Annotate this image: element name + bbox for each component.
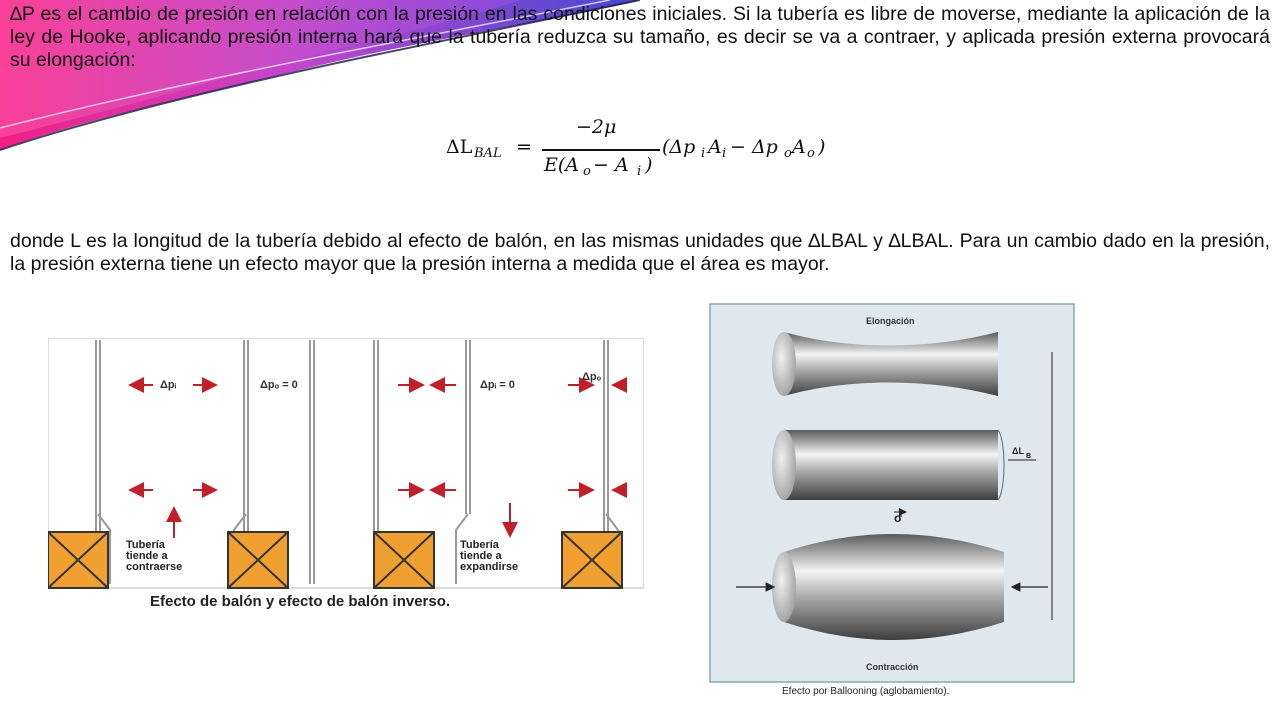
- label-elongacion: Elongación: [866, 316, 915, 326]
- ballooning-diagram: Δpᵢ Δpₒ = 0 Δpᵢ = 0 Δpₒ Tubería tiende a…: [48, 338, 644, 610]
- formula-rhs-sub-o2: o: [807, 146, 815, 161]
- straight-tube-end: [772, 430, 796, 500]
- label-dp-i-zero: Δpᵢ = 0: [480, 379, 515, 391]
- ground-block-4: [561, 531, 623, 589]
- formula-lhs: ΔL: [446, 136, 473, 158]
- formula-rhs-sub-i: i: [701, 146, 706, 161]
- formula-lhs-sub: BAL: [474, 146, 502, 161]
- label-dp-o: Δpₒ: [582, 371, 602, 383]
- formula-den-sub-o: o: [583, 164, 591, 179]
- right-figure-caption: Efecto por Ballooning (aglobamiento).: [782, 686, 949, 697]
- formula-rhs-sub-o: o: [784, 146, 792, 161]
- formula-rhs-a: A: [708, 136, 722, 158]
- ground-block-3: [373, 531, 435, 589]
- formula-rhs-minus: − Δp: [730, 136, 778, 158]
- label-delta-l: ΔL: [1012, 446, 1024, 456]
- left-note-line2: tiende a: [126, 550, 168, 562]
- label-delta-l-sub: B: [1026, 453, 1031, 460]
- bulged-tube: [784, 534, 1004, 640]
- label-dp-o-zero: Δpₒ = 0: [260, 379, 298, 391]
- label-contraccion: Contracción: [866, 662, 919, 672]
- fraction-bar: [542, 149, 660, 151]
- straight-tube: [784, 430, 998, 500]
- straight-tube-rim: [997, 429, 1005, 501]
- right-note-line2: tiende a: [460, 550, 502, 562]
- left-note-line3: contraerse: [126, 561, 182, 573]
- formula-den-minus: − A: [593, 154, 629, 176]
- formula-rhs-close: ): [818, 136, 826, 158]
- left-figure-caption: Efecto de balón y efecto de balón invers…: [150, 593, 450, 610]
- elongated-tube-end: [772, 332, 796, 396]
- formula-den-sub-i: i: [637, 164, 642, 179]
- right-note-line3: expandirse: [460, 561, 518, 573]
- paragraph-explanation: donde L es la longitud de la tubería deb…: [10, 230, 1270, 275]
- formula-rhs-a2: A: [792, 136, 806, 158]
- formula-den: E(A: [544, 154, 580, 176]
- paragraph-intro: ∆P es el cambio de presión en relación c…: [10, 3, 1270, 71]
- right-note-line1: Tubería: [460, 539, 500, 551]
- elongated-tube: [784, 332, 998, 396]
- ballooning-formula: ΔL BAL = −2μ E(A o − A i ) (Δp i A i − Δ…: [446, 112, 846, 184]
- formula-den-close: ): [645, 154, 653, 176]
- bulged-tube-end: [772, 552, 796, 622]
- left-note-line1: Tubería: [126, 539, 166, 551]
- ground-block-2: [227, 531, 289, 589]
- ground-block-1: [48, 531, 109, 589]
- formula-equals: =: [516, 136, 532, 158]
- formula-numerator: −2μ: [576, 116, 617, 138]
- label-dp-i: Δpᵢ: [160, 379, 177, 391]
- label-sigma: σ: [894, 511, 902, 525]
- ballooning-tubes-figure: Elongación ΔL B σ Contracción Efecto por…: [709, 303, 1075, 697]
- formula-rhs: (Δp: [662, 136, 696, 158]
- formula-rhs-sub-i2: i: [722, 146, 727, 161]
